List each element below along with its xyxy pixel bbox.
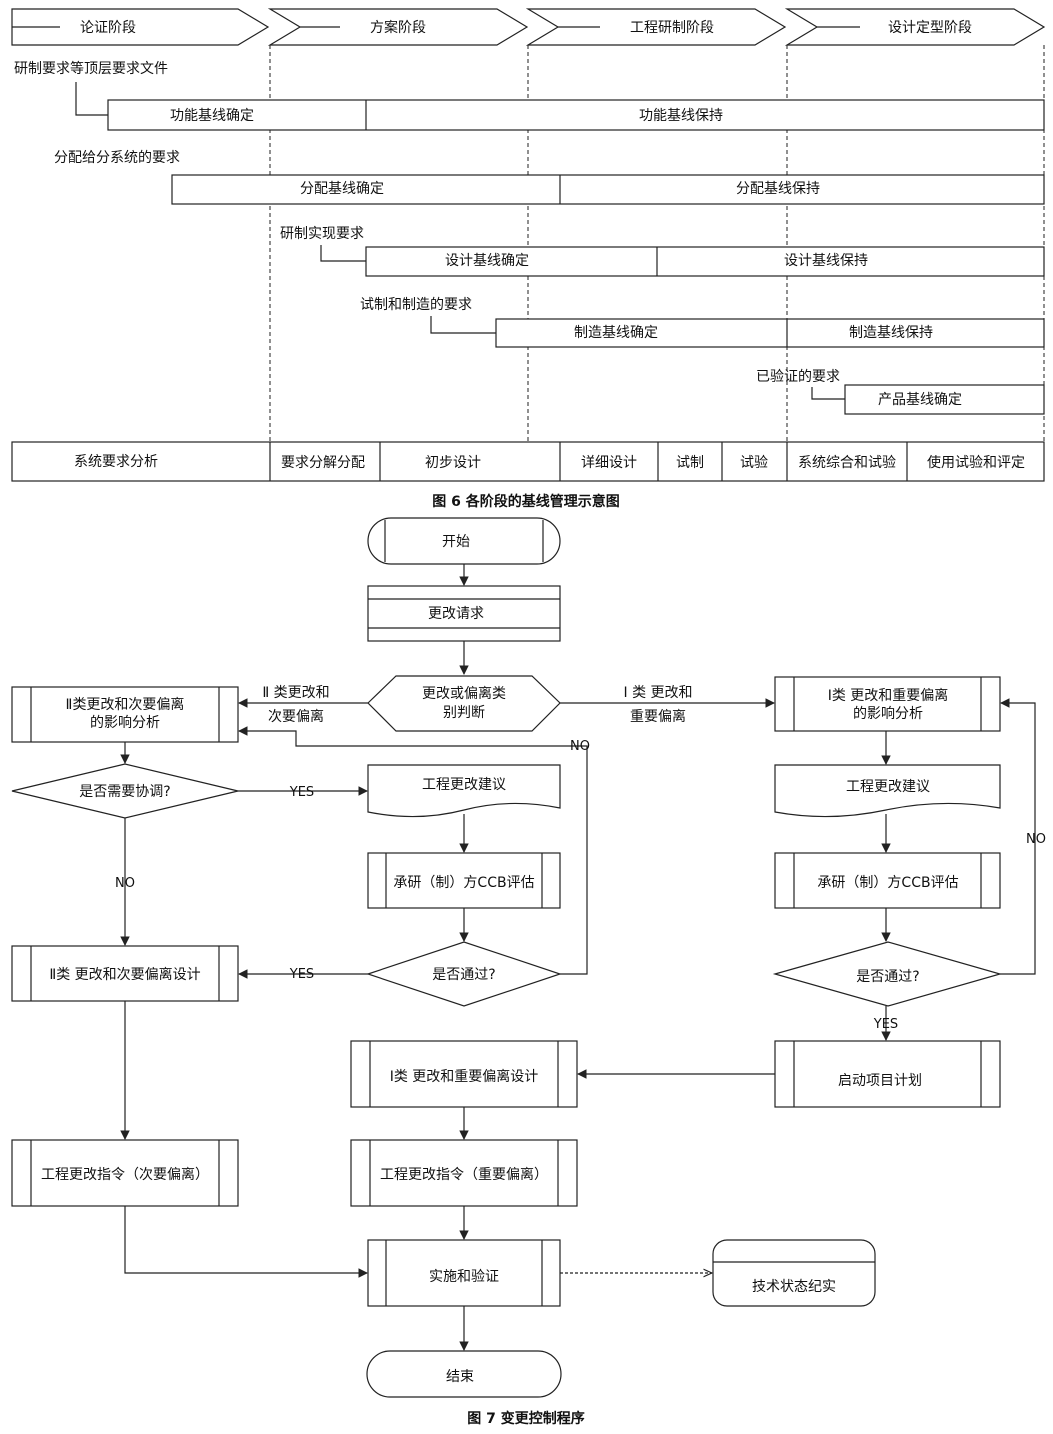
ccb-evaluation-right xyxy=(774,852,1001,909)
yes-label: YES xyxy=(873,1017,898,1032)
process-label: Ⅰ类 更改和重要偏离设计 xyxy=(390,1068,539,1085)
activity-label: 详细设计 xyxy=(581,455,637,471)
document-label: 工程更改建议 xyxy=(846,779,930,795)
document-label: 工程更改建议 xyxy=(422,777,506,793)
yes-label: YES xyxy=(289,967,314,982)
process-label: Ⅱ类 更改和次要偏离设计 xyxy=(49,966,200,983)
requirement-label: 试制和制造的要求 xyxy=(360,297,472,313)
baseline-keep-label: 设计基线保持 xyxy=(784,252,868,269)
phase-label: 设计定型阶段 xyxy=(888,20,972,36)
process-label: 的影响分析 xyxy=(90,715,160,731)
phase-label: 方案阶段 xyxy=(370,19,426,36)
allocated-baseline-bar xyxy=(171,174,1045,205)
decision-label: 是否通过? xyxy=(432,967,495,983)
activity-label: 初步设计 xyxy=(425,454,481,471)
process-label: 启动项目计划 xyxy=(838,1073,922,1089)
classification-judgment xyxy=(367,675,561,732)
activity-label: 系统要求分析 xyxy=(74,454,158,470)
figure-7: 开始 更改请求 更改或偏离类 别判断 Ⅱ 类更改和 次要偏离 Ⅰ 类 更改和 重… xyxy=(11,517,1046,1427)
activity-label: 试验 xyxy=(740,455,768,471)
figure-caption: 图 7 变更控制程序 xyxy=(467,1410,585,1427)
phase-label: 论证阶段 xyxy=(80,20,136,36)
implement-and-verify xyxy=(367,1239,561,1307)
process-label: 工程更改指令（重要偏离） xyxy=(380,1166,548,1183)
figure-caption: 图 6 各阶段的基线管理示意图 xyxy=(432,493,620,510)
start-project-plan xyxy=(774,1040,1001,1108)
phase-label: 工程研制阶段 xyxy=(630,20,714,36)
baseline-define-label: 功能基线确定 xyxy=(170,107,254,124)
major-change-impact-analysis xyxy=(774,676,1001,732)
no-label: NO xyxy=(1026,832,1046,847)
engineering-change-proposal-middle xyxy=(367,764,561,818)
minor-change-order xyxy=(11,1139,239,1207)
requirement-label: 研制要求等顶层要求文件 xyxy=(14,60,168,77)
process-label: 实施和验证 xyxy=(429,1269,499,1285)
major-change-order xyxy=(350,1139,578,1207)
start-label: 开始 xyxy=(442,534,470,550)
requirement-label: 已验证的要求 xyxy=(756,369,840,385)
technical-status-record xyxy=(712,1239,876,1307)
phase-bar: 论证阶段 方案阶段 工程研制阶段 设计定型阶段 xyxy=(11,8,1046,46)
change-request-label: 更改请求 xyxy=(428,606,484,622)
requirement-label: 分配给分系统的要求 xyxy=(54,150,180,166)
process-label: Ⅰ类 更改和重要偏离 xyxy=(828,687,949,704)
yes-label: YES xyxy=(289,785,314,800)
decision-label: 是否通过? xyxy=(856,969,919,985)
baseline-keep-label: 功能基线保持 xyxy=(639,107,723,124)
minor-change-impact-analysis xyxy=(11,686,239,743)
end-label: 结束 xyxy=(446,1369,474,1385)
activity-label: 试制 xyxy=(676,455,704,471)
process-label: 工程更改指令（次要偏离） xyxy=(41,1166,209,1183)
branch-label: 重要偏离 xyxy=(630,708,686,725)
activity-label: 系统综合和试验 xyxy=(798,455,896,471)
product-baseline-bar xyxy=(844,384,1045,415)
branch-label: Ⅰ 类 更改和 xyxy=(623,685,692,701)
process-label: 承研（制）方CCB评估 xyxy=(393,875,534,891)
judgment-label: 别判断 xyxy=(443,705,485,721)
baseline-define-label: 制造基线确定 xyxy=(574,324,658,341)
change-request-box xyxy=(367,585,561,642)
baseline-define-label: 分配基线确定 xyxy=(300,180,384,197)
process-label: 的影响分析 xyxy=(853,706,923,722)
requirement-label: 研制实现要求 xyxy=(280,226,364,242)
branch-label: Ⅱ 类更改和 xyxy=(262,685,329,701)
minor-change-design xyxy=(11,945,239,1002)
process-label: Ⅱ类更改和次要偏离 xyxy=(66,696,185,713)
baseline-keep-label: 制造基线保持 xyxy=(849,324,933,341)
functional-baseline-bar xyxy=(107,99,1045,131)
engineering-change-proposal-right xyxy=(774,764,1001,818)
baseline-define-label: 设计基线确定 xyxy=(445,252,529,269)
no-label: NO xyxy=(115,876,135,891)
activity-row: 系统要求分析 要求分解分配 初步设计 详细设计 试制 试验 系统综合和试验 使用… xyxy=(11,441,1045,482)
end-terminator xyxy=(366,1350,562,1398)
activity-label: 要求分解分配 xyxy=(281,455,365,471)
baseline-keep-label: 分配基线保持 xyxy=(736,180,820,197)
phase-argument xyxy=(11,8,270,46)
baseline-define-label: 产品基线确定 xyxy=(878,391,962,408)
record-label: 技术状态纪实 xyxy=(752,1279,836,1295)
ccb-evaluation-middle xyxy=(367,852,561,909)
activity-label: 使用试验和评定 xyxy=(927,454,1025,471)
figure-6: 论证阶段 方案阶段 工程研制阶段 设计定型阶段 研制要求等顶层要求文件 功能基线… xyxy=(11,8,1046,510)
decision-label: 是否需要协调? xyxy=(79,784,170,800)
manufacturing-baseline-bar xyxy=(495,318,1045,348)
judgment-label: 更改或偏离类 xyxy=(422,685,506,702)
design-baseline-bar xyxy=(365,246,1045,277)
no-label: NO xyxy=(570,739,590,754)
process-label: 承研（制）方CCB评估 xyxy=(817,875,958,891)
major-change-design xyxy=(350,1040,578,1108)
branch-label: 次要偏离 xyxy=(268,708,324,725)
